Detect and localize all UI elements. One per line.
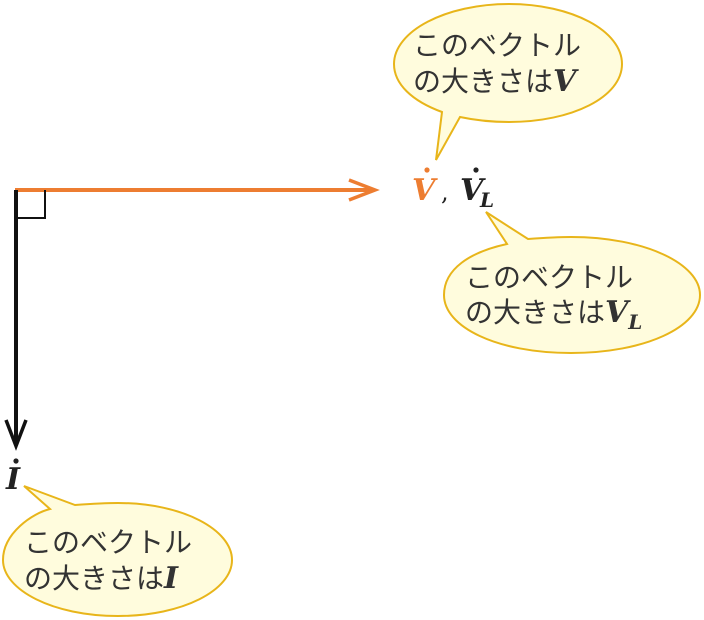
callout-i: このベクトル の大きさはI bbox=[1, 485, 234, 618]
callout-vl: このベクトル の大きさはVL bbox=[442, 211, 702, 355]
callout-vl-prefix: の大きさは bbox=[465, 296, 605, 329]
callout-vl-line2: の大きさはVL bbox=[465, 295, 642, 334]
callout-v-var: V bbox=[553, 64, 579, 99]
current-symbol: I bbox=[5, 462, 21, 497]
callout-vl-line1: このベクトル bbox=[465, 261, 633, 294]
voltage-label: V , V L bbox=[412, 167, 494, 212]
callout-v-line2: の大きさはV bbox=[413, 64, 579, 99]
voltage-l-dot bbox=[473, 167, 479, 173]
right-angle-mark bbox=[16, 190, 46, 219]
callout-i-var: I bbox=[163, 561, 179, 596]
callout-vl-var: V bbox=[605, 295, 631, 330]
callout-i-line1: このベクトル bbox=[24, 526, 192, 559]
callout-i-prefix: の大きさは bbox=[24, 562, 164, 595]
voltage-separator: , bbox=[441, 178, 449, 206]
callout-v-prefix: の大きさは bbox=[413, 65, 553, 98]
voltage-l-subscript: L bbox=[479, 188, 494, 212]
callout-v-bubble bbox=[392, 2, 624, 161]
callout-i-bubble bbox=[1, 485, 234, 618]
current-dot bbox=[13, 458, 19, 464]
callout-i-line2: の大きさはI bbox=[24, 561, 179, 596]
voltage-dot bbox=[424, 167, 430, 173]
voltage-symbol: V bbox=[412, 173, 438, 208]
voltage-arrowhead bbox=[348, 178, 380, 202]
current-label: I bbox=[5, 458, 21, 497]
current-arrowhead bbox=[4, 419, 28, 451]
callout-vl-bubble bbox=[442, 211, 702, 355]
callout-v-line1: このベクトル bbox=[413, 29, 581, 62]
voltage-l-symbol: V bbox=[460, 173, 486, 208]
callout-v: このベクトル の大きさはV bbox=[392, 2, 624, 161]
callout-vl-sub: L bbox=[627, 310, 642, 334]
